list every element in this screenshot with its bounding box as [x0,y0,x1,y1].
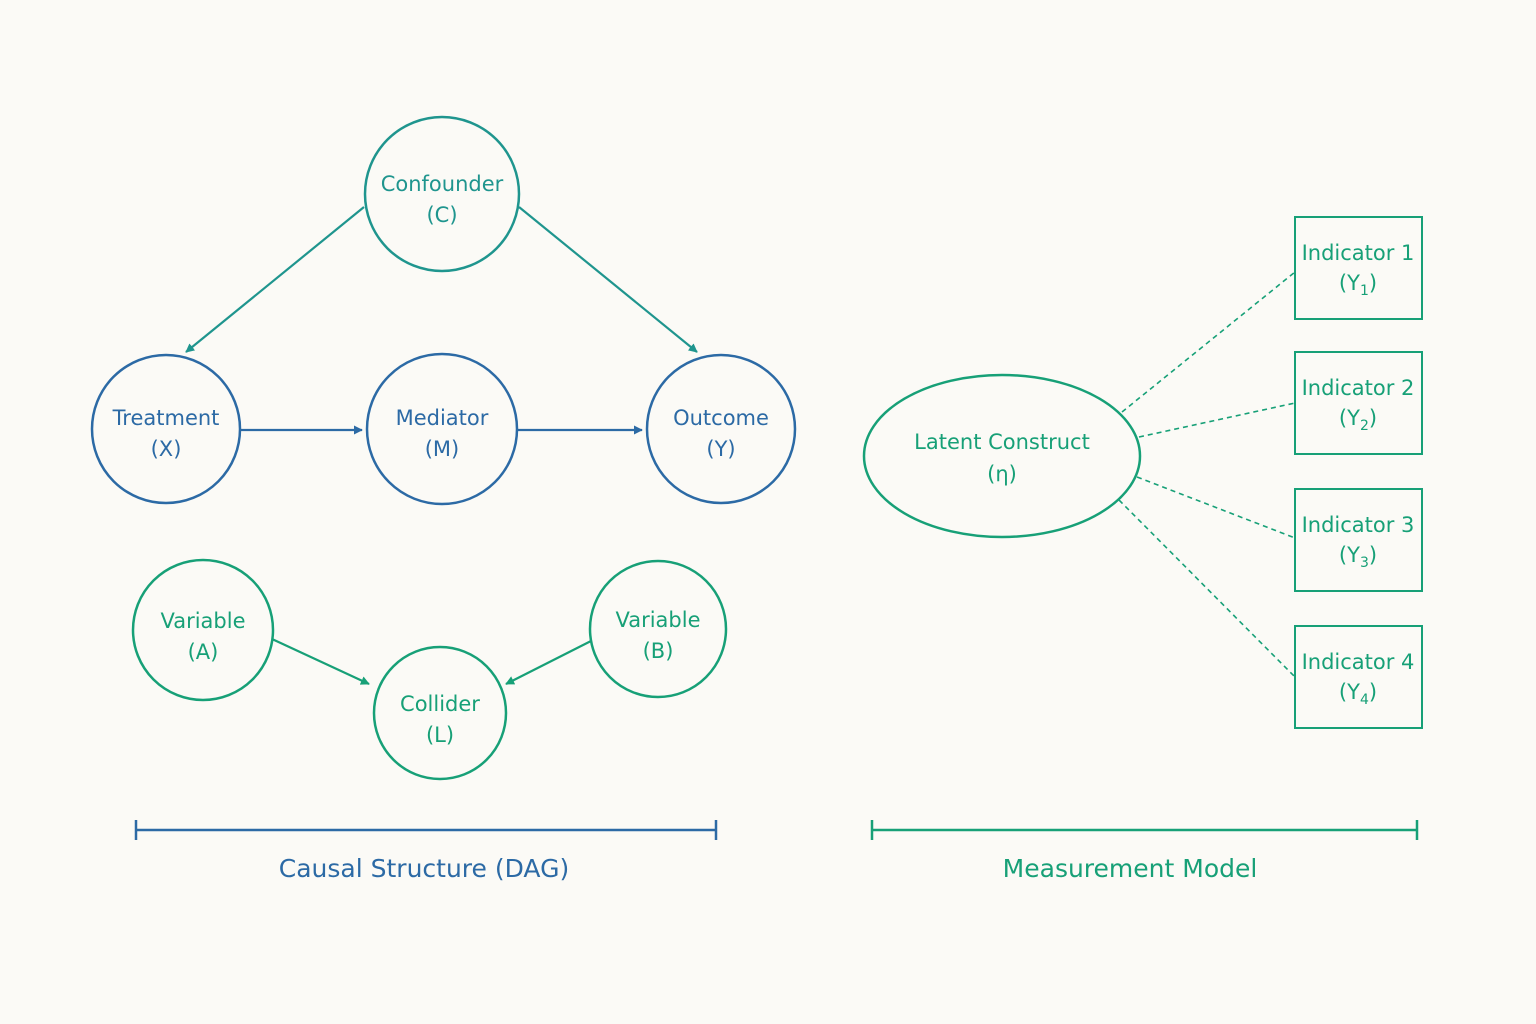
node-outcome: Outcome (Y) [645,353,797,505]
variable-b-name: Variable [615,608,700,632]
edge-variable-b-collider [505,640,592,685]
dag-bracket [134,820,718,840]
indicator-box: Indicator 2 (Y2) [1294,351,1423,455]
indicator-symbol: (Y4) [1339,680,1377,708]
latent-symbol: (η) [987,462,1017,486]
node-treatment: Treatment (X) [90,353,242,505]
mediator-name: Mediator [396,406,489,430]
edge-confounder-outcome [518,206,698,353]
node-variable-a: Variable (A) [131,558,275,702]
edge-variable-a-collider [271,638,370,685]
measurement-edges [1118,271,1296,678]
mediator-symbol: (M) [425,437,460,461]
measurement-bracket [870,820,1419,840]
indicator-symbol: (Y2) [1339,406,1377,434]
indicator-name: Indicator 4 [1302,650,1415,674]
treatment-name: Treatment [112,406,220,430]
node-variable-b: Variable (B) [588,559,728,699]
indicator-name: Indicator 3 [1302,513,1415,537]
edge-confounder-treatment [185,206,365,353]
variable-a-name: Variable [160,609,245,633]
variable-b-symbol: (B) [643,639,674,663]
dag-edges [185,206,698,685]
collider-name: Collider [400,692,480,716]
indicator-box: Indicator 4 (Y4) [1294,625,1423,729]
loading-indicator-2 [1138,402,1296,438]
measurement-section-label: Measurement Model [1003,854,1258,883]
indicator-symbol: (Y3) [1339,543,1377,571]
indicator-name: Indicator 2 [1302,376,1415,400]
loading-indicator-3 [1136,476,1296,539]
indicator-box: Indicator 3 (Y3) [1294,488,1423,592]
indicator-box: Indicator 1 (Y1) [1294,216,1423,320]
outcome-name: Outcome [673,406,769,430]
node-latent-construct: Latent Construct (η) [862,373,1142,539]
node-collider: Collider (L) [372,645,508,781]
loading-indicator-1 [1121,271,1296,413]
node-confounder: Confounder (C) [363,115,521,273]
indicator-symbol: (Y1) [1339,271,1377,299]
collider-symbol: (L) [426,723,454,747]
dag-section-label: Causal Structure (DAG) [279,854,569,883]
outcome-symbol: (Y) [706,437,735,461]
confounder-name: Confounder [381,172,504,196]
latent-name: Latent Construct [914,430,1090,454]
indicator-name: Indicator 1 [1302,241,1415,265]
confounder-symbol: (C) [426,203,457,227]
variable-a-symbol: (A) [188,640,219,664]
node-mediator: Mediator (M) [365,352,519,506]
loading-indicator-4 [1118,499,1296,678]
treatment-symbol: (X) [151,437,182,461]
